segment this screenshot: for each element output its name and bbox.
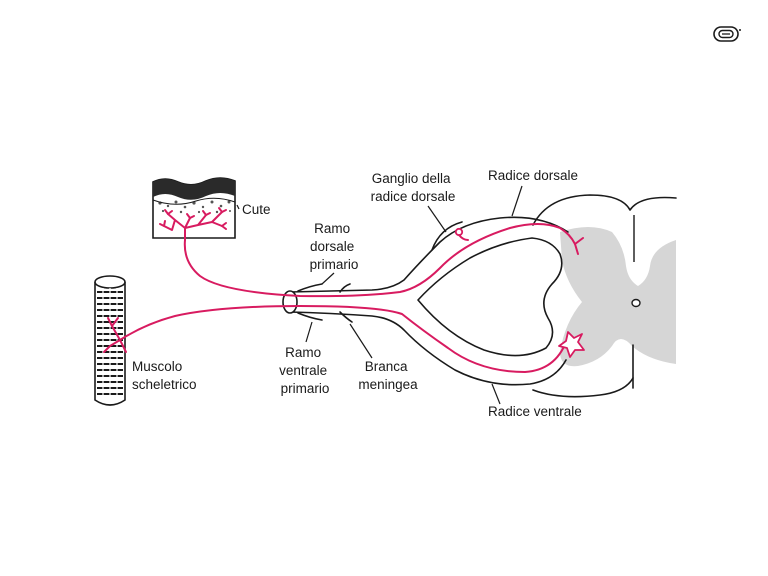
spinal-nerve-outline: [282, 216, 569, 386]
spinal-cord: [532, 194, 677, 398]
label-ramo-ventrale: Ramo ventrale primario: [279, 345, 331, 396]
motor-neuron: [558, 331, 585, 358]
label-ganglio: Ganglio della radice dorsale: [371, 171, 456, 204]
diagram-labels: Cute Ramo dorsale primario Ganglio della…: [132, 168, 582, 419]
label-radice-ventrale: Radice ventrale: [488, 404, 582, 419]
grey-matter: [560, 227, 676, 367]
nerve-fibers: [103, 223, 585, 373]
publisher-logo-icon: [713, 26, 741, 42]
label-branca: Branca meningea: [358, 359, 418, 392]
skin-nerve-endings: [159, 207, 227, 241]
label-muscolo: Muscolo scheletrico: [132, 359, 197, 392]
label-ramo-dorsale: Ramo dorsale primario: [310, 221, 359, 272]
label-radice-dorsale: Radice dorsale: [488, 168, 578, 183]
label-cute: Cute: [242, 202, 271, 217]
skeletal-muscle: [94, 275, 126, 406]
